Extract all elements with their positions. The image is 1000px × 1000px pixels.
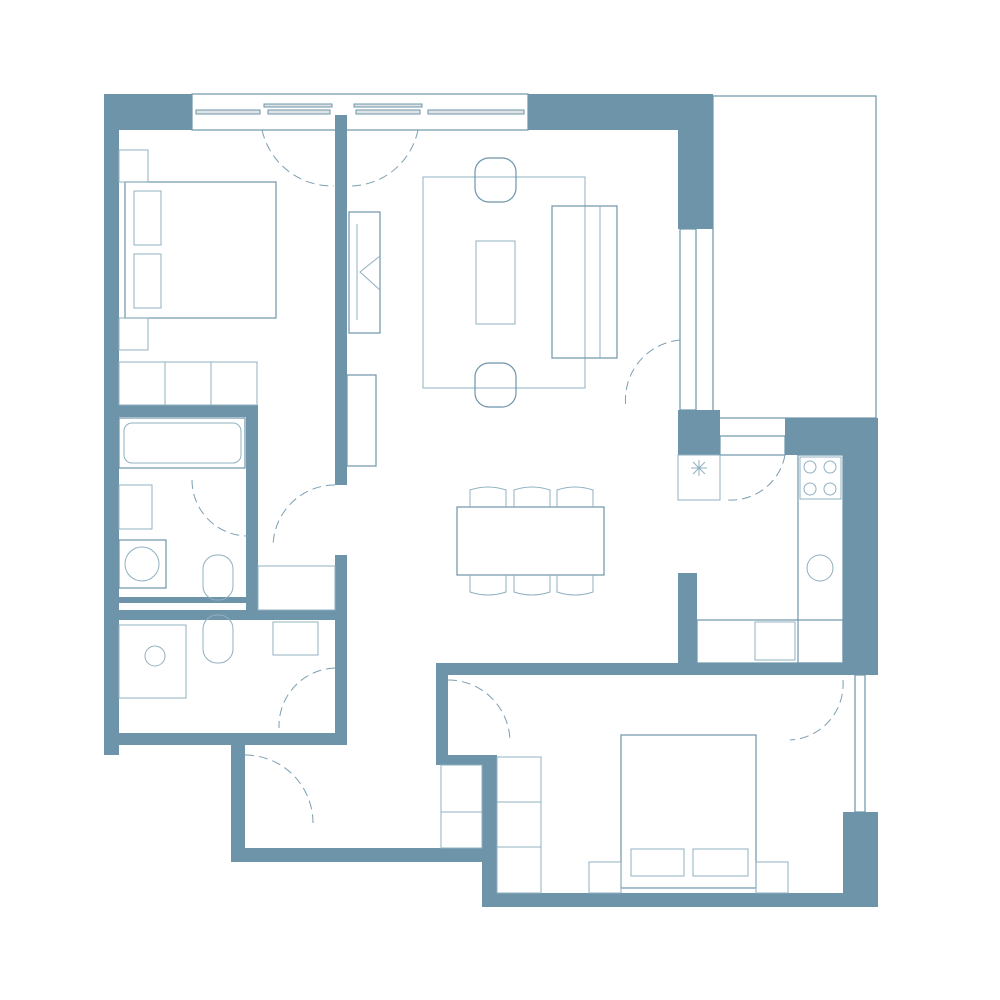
wall-top-right	[528, 94, 696, 130]
sink-wc	[144, 645, 166, 667]
wall-bedroom2-left	[482, 755, 497, 907]
armchair-bottom	[474, 362, 517, 408]
rug	[422, 176, 586, 389]
wall-bedroom2-corner	[436, 755, 497, 765]
wall-wc-bottom	[104, 733, 347, 745]
wall-kitchen-pillar	[678, 573, 697, 665]
burner	[803, 482, 817, 496]
wall-partition-upper	[335, 115, 347, 485]
sideboard	[346, 374, 377, 467]
door-swing-bedroom-balcony-left	[261, 129, 335, 187]
burner	[803, 460, 817, 474]
balcony	[712, 95, 877, 419]
burner	[823, 482, 837, 496]
dining-table	[456, 506, 605, 576]
wall-right-upper	[678, 94, 713, 229]
entry-closet	[440, 764, 483, 849]
window-kitchen	[719, 435, 786, 456]
bathroom-furniture	[118, 417, 336, 699]
door-swing-kitchen	[727, 454, 786, 501]
window-pane-3	[355, 109, 421, 115]
doors	[191, 129, 844, 824]
nightstand	[118, 317, 149, 351]
bed-2	[620, 734, 757, 889]
pillow	[133, 190, 162, 246]
sink-bath	[272, 621, 319, 656]
door-swing-entrance	[244, 754, 314, 824]
door-swing-bedroom2-window	[789, 679, 844, 741]
windows	[191, 93, 877, 813]
nightstand	[755, 861, 789, 894]
washing-machine	[118, 539, 167, 589]
bedroom2-furniture	[440, 734, 789, 894]
dining-chairs	[469, 486, 594, 596]
bathtub-inner	[123, 422, 242, 464]
wardrobe-divider	[164, 362, 212, 405]
wall-bath-bottom	[119, 597, 258, 603]
wall-bedroom2-door-jamb	[436, 663, 448, 765]
coffee-table	[475, 240, 516, 325]
door-swing-wc	[278, 667, 336, 729]
wall-bath-right	[246, 405, 258, 610]
wardrobe-2-divider	[497, 801, 541, 848]
living-furniture	[346, 157, 618, 596]
hall-cabinet	[257, 565, 336, 611]
nightstand	[118, 149, 149, 183]
wall-bedroom2-top	[436, 663, 878, 675]
sofa	[551, 205, 618, 359]
kitchen-furniture	[677, 454, 844, 664]
wall-right-mid	[678, 410, 720, 455]
cooktop	[799, 456, 842, 500]
bathtub	[118, 417, 246, 469]
pillow	[133, 253, 162, 309]
fridge-symbol	[691, 460, 707, 476]
door-swing-living-balcony	[347, 129, 419, 187]
toilet-wc	[202, 614, 234, 664]
wall-kitchen-right	[843, 418, 878, 675]
window-pane-6	[353, 103, 423, 108]
wall-bottom	[482, 893, 878, 907]
wardrobe	[118, 361, 258, 406]
sink-bowl	[754, 621, 796, 661]
pillow	[692, 848, 749, 877]
walls	[104, 94, 878, 907]
kitchen-sink	[806, 554, 834, 582]
window-top	[191, 93, 529, 131]
burner	[823, 460, 837, 474]
toilet	[202, 554, 234, 601]
armchair-top	[474, 157, 517, 203]
nightstand	[588, 861, 622, 894]
wall-bath-top	[119, 405, 258, 417]
wall-entry-bottom	[231, 848, 497, 862]
wall-entry-left	[231, 745, 245, 862]
wall-left	[104, 94, 119, 755]
wardrobe-2	[496, 756, 542, 894]
door-swing-living-side	[624, 339, 681, 409]
window-bedroom2	[854, 674, 866, 813]
vanity	[118, 624, 187, 699]
fridge	[677, 454, 721, 501]
bedroom-furniture	[118, 149, 277, 406]
tv-unit	[348, 211, 381, 334]
door-swing-bath	[191, 479, 249, 537]
wall-partition-lower	[335, 555, 347, 745]
counter-bottom	[696, 619, 844, 664]
window-pane-4	[427, 109, 525, 115]
washing-machine-drum	[124, 546, 160, 582]
door-swing-bedroom	[272, 484, 336, 548]
door-swing-bedroom2	[447, 679, 511, 743]
window-pane-5	[263, 103, 333, 108]
window-pane-2	[267, 109, 331, 115]
shower-tray	[118, 484, 153, 530]
window-living-right	[679, 228, 697, 411]
bed	[124, 181, 277, 319]
pillow	[630, 848, 685, 877]
wall-bedroom2-right	[843, 812, 878, 907]
wall-wc-top	[119, 610, 347, 620]
tv	[356, 224, 381, 320]
window-pane-1	[195, 109, 261, 115]
